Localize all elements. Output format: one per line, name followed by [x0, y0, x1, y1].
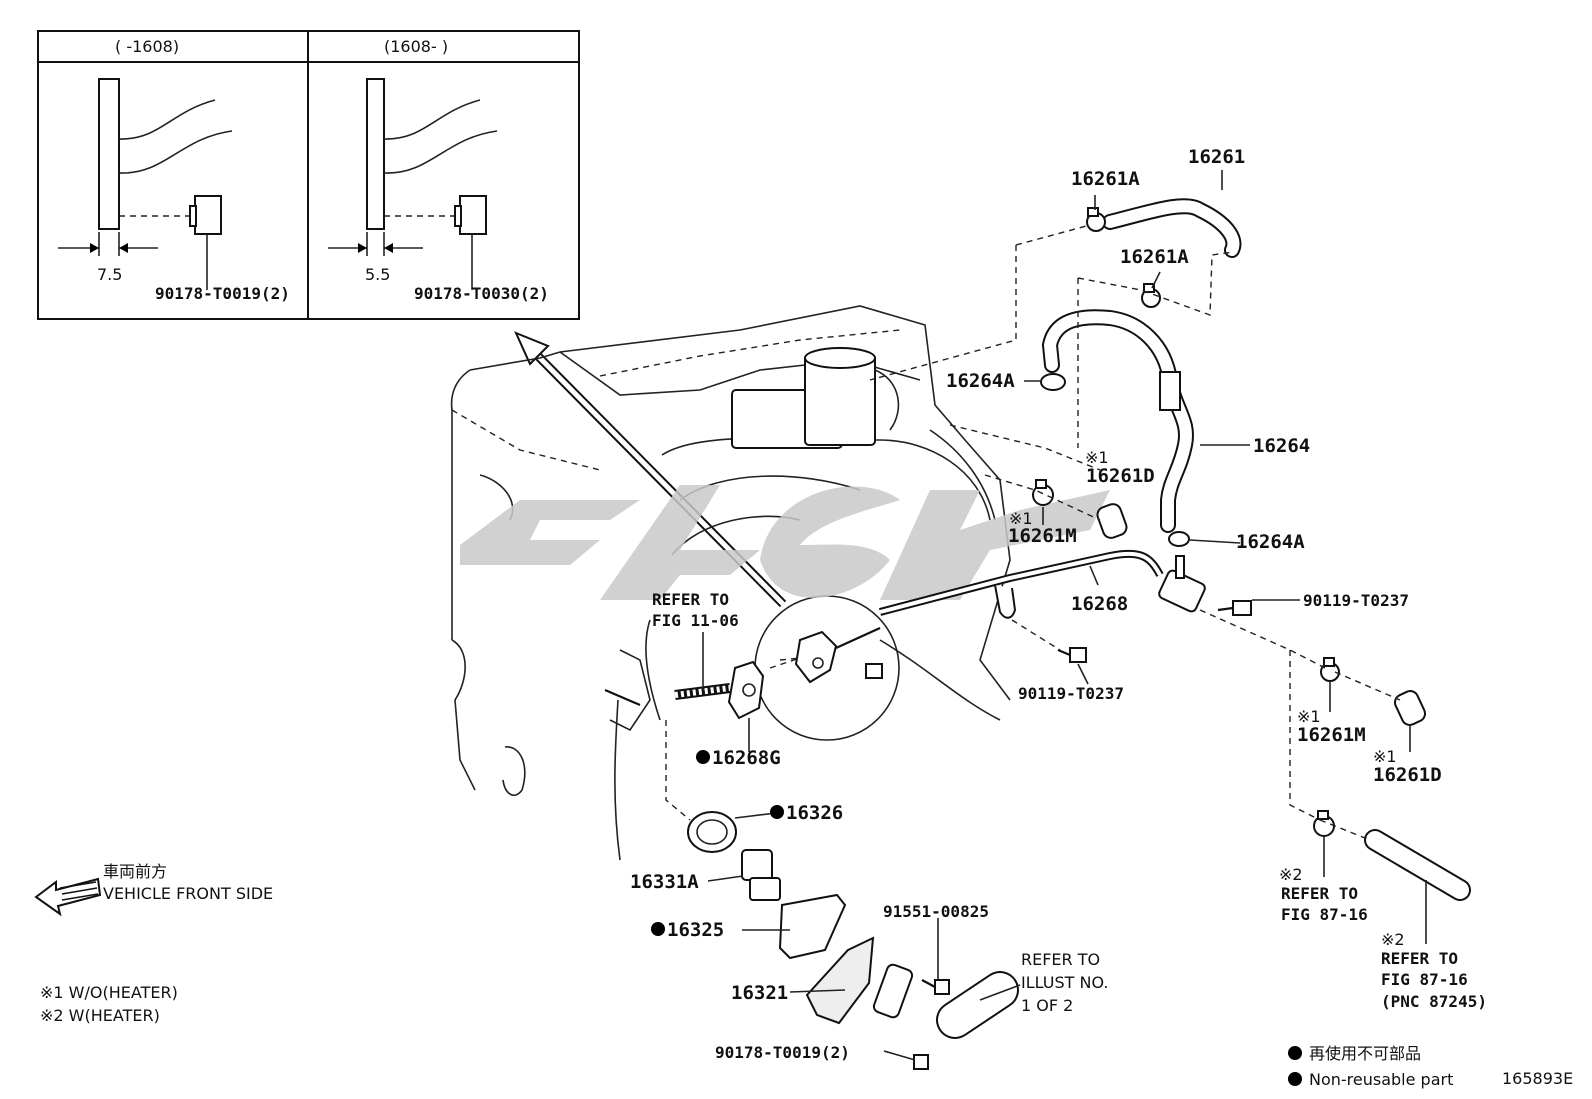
legend-dot-jp — [1288, 1046, 1302, 1060]
hose-16264 — [1041, 309, 1194, 533]
mark-1-a: ※1 — [1085, 448, 1109, 467]
non-reusable-dot-16325 — [651, 922, 665, 936]
label-16331A: 16331A — [630, 871, 699, 893]
label-90119-right: 90119-T0237 — [1303, 591, 1409, 610]
label-16261A-mid: 16261A — [1120, 246, 1189, 268]
label-16261M-upper: 16261M — [1008, 525, 1077, 547]
hose-16261 — [1102, 198, 1242, 258]
mark-1-c: ※1 — [1297, 707, 1321, 726]
vehicle-front-arrow — [34, 877, 102, 917]
inset-left-dimension: 7.5 — [97, 265, 122, 284]
dashed-leaders — [665, 224, 1401, 841]
throttle-body — [731, 347, 900, 449]
inset-right-part-number: 90178-T0030(2) — [414, 284, 549, 303]
inset-box: ( -1608) (1608- ) 7.5 90178-T0019(2) — [37, 30, 580, 320]
non-reusable-dot-16268G — [696, 750, 710, 764]
inset-right-drawing — [328, 78, 498, 290]
label-16268G: 16268G — [712, 747, 781, 769]
ref-illust-line2: ILLUST NO. — [1021, 973, 1108, 992]
detail-circle — [754, 595, 900, 741]
label-16264: 16264 — [1253, 435, 1310, 457]
label-16261A-top: 16261A — [1071, 168, 1140, 190]
mark-1-b: ※1 — [1009, 509, 1033, 528]
inset-left-part-number: 90178-T0019(2) — [155, 284, 290, 303]
label-16261M-right: 16261M — [1297, 724, 1366, 746]
heater-hose — [1364, 829, 1471, 901]
label-90178-bottom: 90178-T0019(2) — [715, 1043, 850, 1062]
ref-fig-87b-line3: (PNC 87245) — [1381, 992, 1487, 1011]
inset-right-dimension: 5.5 — [365, 265, 390, 284]
label-16264A-upper: 16264A — [946, 370, 1015, 392]
label-16261: 16261 — [1188, 146, 1245, 168]
ref-fig-87a-line1: REFER TO — [1281, 884, 1358, 903]
mark-2-b: ※2 — [1381, 930, 1405, 949]
cap-16261D-right — [1393, 690, 1427, 726]
label-16261D-upper: 16261D — [1086, 465, 1155, 487]
illustration-id: 165893E — [1502, 1069, 1573, 1088]
thermostat-parts — [604, 649, 914, 1025]
ref-fig-87b-line2: FIG 87-16 — [1381, 970, 1468, 989]
cap-16261D-upper — [1096, 503, 1128, 539]
note-2: ※2 W(HEATER) — [40, 1006, 160, 1025]
ref-fig-11-line2: FIG 11-06 — [652, 611, 739, 630]
mark-1-d: ※1 — [1373, 747, 1397, 766]
non-reusable-dot-16326 — [770, 805, 784, 819]
ref-illust-line3: 1 OF 2 — [1021, 996, 1073, 1015]
ref-fig-87a-line2: FIG 87-16 — [1281, 905, 1368, 924]
label-16321: 16321 — [731, 982, 788, 1004]
watermark-logo — [460, 485, 1110, 600]
ref-illust-line1: REFER TO — [1021, 950, 1100, 969]
bolts — [674, 600, 1252, 1070]
ref-fig-87b-line1: REFER TO — [1381, 949, 1458, 968]
mark-2-a: ※2 — [1279, 865, 1303, 884]
label-91551: 91551-00825 — [883, 902, 989, 921]
label-16326: 16326 — [786, 802, 843, 824]
label-16268: 16268 — [1071, 593, 1128, 615]
clamps — [1032, 207, 1340, 837]
note-1: ※1 W/O(HEATER) — [40, 983, 178, 1002]
inset-left-drawing — [58, 78, 233, 290]
pipe-16268 — [878, 549, 1206, 619]
label-90119-center: 90119-T0237 — [1018, 684, 1124, 703]
legend-en: Non-reusable part — [1309, 1070, 1453, 1089]
legend-jp: 再使用不可部品 — [1309, 1044, 1421, 1063]
vehicle-front-jp: 車両前方 — [103, 862, 167, 881]
vehicle-front-en: VEHICLE FRONT SIDE — [103, 884, 273, 903]
label-16261D-right: 16261D — [1373, 764, 1442, 786]
label-16264A-lower: 16264A — [1236, 531, 1305, 553]
label-16325: 16325 — [667, 919, 724, 941]
inset-right-header: (1608- ) — [384, 37, 448, 56]
legend-dot-en — [1288, 1072, 1302, 1086]
inset-left-header: ( -1608) — [115, 37, 179, 56]
leader-lines — [702, 170, 1427, 1061]
ref-fig-11-line1: REFER TO — [652, 590, 729, 609]
